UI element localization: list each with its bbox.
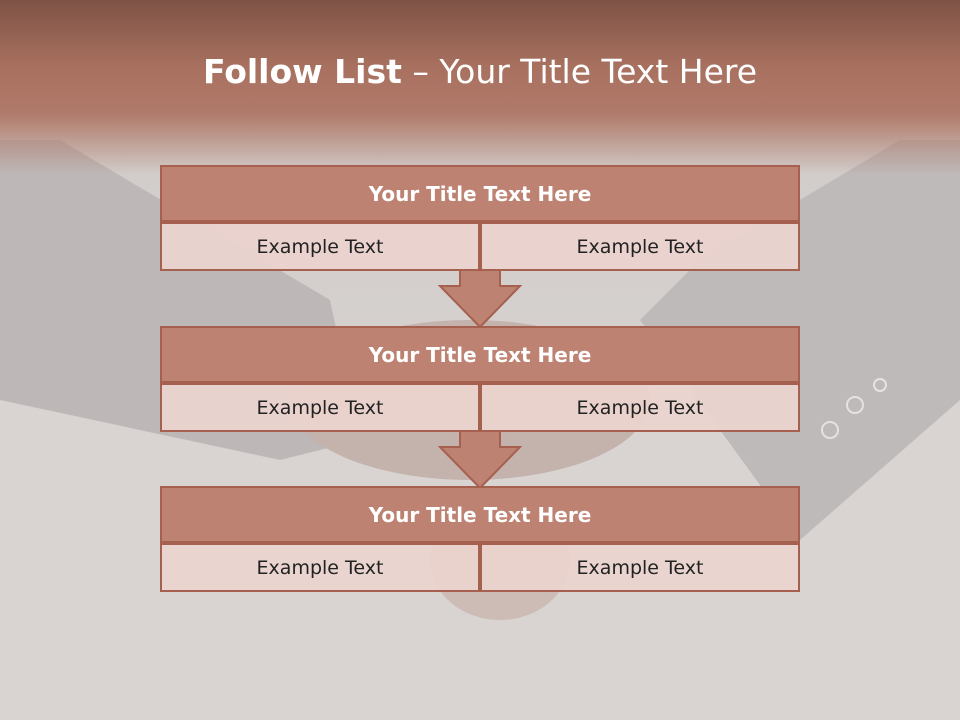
block-cell-right: Example Text (480, 383, 800, 432)
slide-title: Follow List – Your Title Text Here (0, 52, 960, 91)
title-band (0, 0, 960, 175)
block-cell-left: Example Text (160, 543, 480, 592)
block-cell-left: Example Text (160, 222, 480, 271)
list-block-3: Your Title Text Here Example Text Exampl… (160, 486, 800, 592)
block-cell-left: Example Text (160, 383, 480, 432)
list-block-2: Your Title Text Here Example Text Exampl… (160, 326, 800, 432)
block-cell-right: Example Text (480, 222, 800, 271)
down-arrow-icon (438, 431, 522, 489)
slide-title-rest: – Your Title Text Here (401, 52, 758, 91)
down-arrow-icon (438, 270, 522, 328)
block-title: Your Title Text Here (160, 326, 800, 383)
slide-title-bold: Follow List (202, 52, 402, 91)
block-cell-right: Example Text (480, 543, 800, 592)
list-block-1: Your Title Text Here Example Text Exampl… (160, 165, 800, 271)
block-title: Your Title Text Here (160, 486, 800, 543)
block-title: Your Title Text Here (160, 165, 800, 222)
